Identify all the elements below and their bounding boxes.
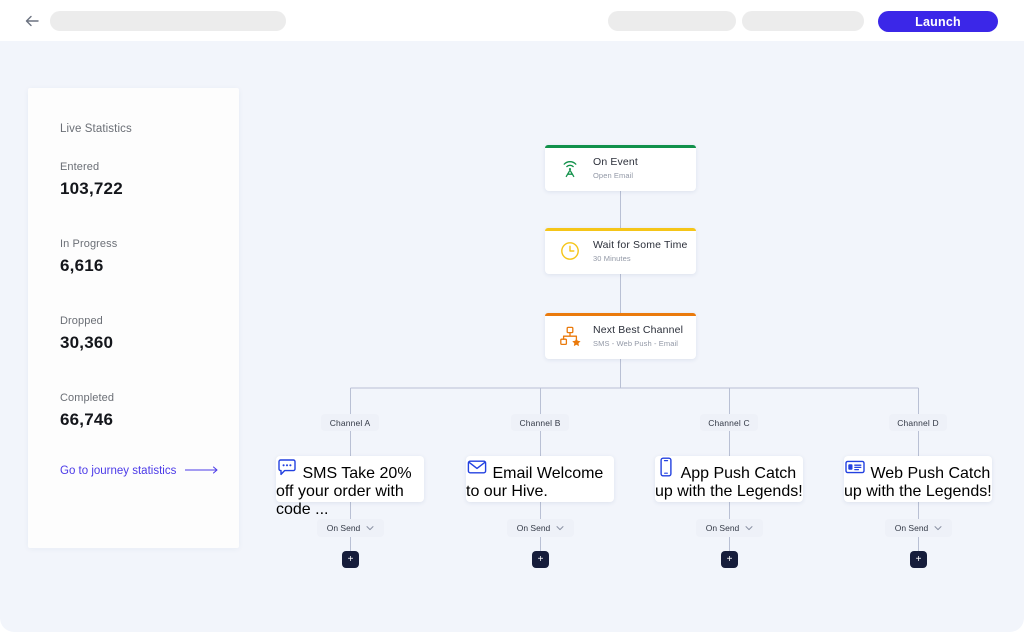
browser-window-icon (844, 465, 870, 482)
channel-card-app-push[interactable]: App Push Catch up with the Legends! (655, 456, 803, 502)
clock-icon (559, 240, 581, 262)
node-accent-bar (545, 313, 696, 316)
launch-button[interactable]: Launch (878, 11, 998, 32)
trigger-select-a[interactable]: On Send (317, 519, 384, 537)
trigger-select-b[interactable]: On Send (507, 519, 574, 537)
chevron-down-icon (556, 524, 564, 532)
card-title: App Push (681, 465, 750, 482)
channel-pill-c[interactable]: Channel C (700, 414, 758, 431)
node-title: On Event (593, 156, 638, 168)
card-title: SMS (302, 465, 337, 482)
node-title: Next Best Channel (593, 324, 683, 336)
chevron-down-icon (366, 524, 374, 532)
node-subtitle: Open Email (593, 171, 638, 180)
broadcast-antenna-icon (559, 157, 581, 179)
card-title: Email (492, 465, 532, 482)
card-title: Web Push (870, 465, 944, 482)
add-step-button-a[interactable]: + (342, 551, 359, 568)
journey-canvas[interactable]: Live Statistics Entered 103,722 In Progr… (0, 41, 1024, 632)
back-arrow-icon[interactable] (22, 11, 42, 31)
chevron-down-icon (745, 524, 753, 532)
node-subtitle: 30 Minutes (593, 254, 688, 263)
trigger-select-c[interactable]: On Send (696, 519, 763, 537)
chevron-down-icon (934, 524, 942, 532)
channel-card-sms[interactable]: SMS Take 20% off your order with code ..… (276, 456, 424, 502)
add-step-button-d[interactable]: + (910, 551, 927, 568)
add-step-button-c[interactable]: + (721, 551, 738, 568)
trigger-select-label: On Send (706, 523, 740, 533)
add-step-button-b[interactable]: + (532, 551, 549, 568)
chat-bubble-icon (276, 465, 302, 482)
trigger-select-d[interactable]: On Send (885, 519, 952, 537)
flow-node-wait-for-some-time[interactable]: Wait for Some Time 30 Minutes (545, 228, 696, 274)
branch-split-icon (559, 325, 581, 347)
envelope-icon (466, 465, 492, 482)
channel-pill-b[interactable]: Channel B (511, 414, 569, 431)
channel-card-web-push[interactable]: Web Push Catch up with the Legends! (844, 456, 992, 502)
channel-card-email[interactable]: Email Welcome to our Hive. (466, 456, 614, 502)
toolbar-placeholder-2 (608, 11, 736, 31)
trigger-select-label: On Send (327, 523, 361, 533)
toolbar-placeholder-3 (742, 11, 864, 31)
flow-node-next-best-channel[interactable]: Next Best Channel SMS - Web Push - Email (545, 313, 696, 359)
node-accent-bar (545, 228, 696, 231)
node-title: Wait for Some Time (593, 239, 688, 251)
trigger-select-label: On Send (517, 523, 551, 533)
trigger-select-label: On Send (895, 523, 929, 533)
channel-pill-a[interactable]: Channel A (321, 414, 379, 431)
flow-diagram: On Event Open Email Wait fo (0, 41, 1024, 632)
node-accent-bar (545, 145, 696, 148)
top-toolbar: Launch (0, 0, 1024, 42)
flow-connectors (0, 41, 1024, 632)
node-subtitle: SMS - Web Push - Email (593, 339, 683, 348)
flow-node-on-event[interactable]: On Event Open Email (545, 145, 696, 191)
channel-pill-d[interactable]: Channel D (889, 414, 947, 431)
mobile-phone-icon (655, 465, 681, 482)
toolbar-placeholder-1 (50, 11, 286, 31)
